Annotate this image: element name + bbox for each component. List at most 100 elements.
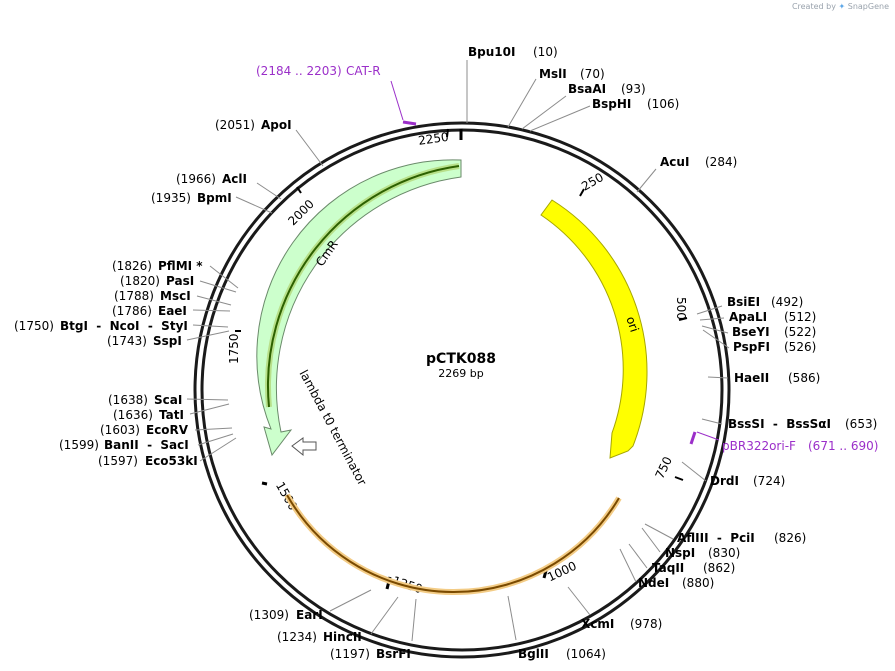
site-name[interactable]: NdeI xyxy=(638,576,669,590)
site-leader xyxy=(197,433,234,446)
site-name[interactable]: BanII - SacI xyxy=(104,438,189,452)
plasmid-name: pCTK088 xyxy=(426,351,496,367)
site-name[interactable]: PflMI * xyxy=(158,259,203,273)
site-leader xyxy=(701,325,729,334)
primer-arrow xyxy=(689,431,697,445)
site-position: (2051) xyxy=(215,118,255,132)
scale-tick xyxy=(579,188,585,197)
ori-feature-arrow[interactable] xyxy=(540,199,648,459)
site-position: (1750) xyxy=(14,319,54,333)
site-name[interactable]: BsiEI xyxy=(727,295,760,309)
site-position: (653) xyxy=(845,417,877,431)
site-name[interactable]: AclI xyxy=(222,172,247,186)
created-by-text: Created by xyxy=(791,2,836,11)
site-name[interactable]: XcmI xyxy=(581,617,614,631)
site-position: (492) xyxy=(771,295,803,309)
site-name[interactable]: DrdI xyxy=(710,474,739,488)
scale-tick-label: 2250 xyxy=(417,130,449,148)
site-name[interactable]: PasI xyxy=(166,274,194,288)
terminator-feature[interactable]: lambda t0 terminator xyxy=(291,368,369,488)
scale-tick-label: 750 xyxy=(653,454,675,481)
site-position: (1788) xyxy=(114,289,154,303)
site-position: (1826) xyxy=(112,259,152,273)
site-position: (106) xyxy=(647,97,679,111)
site-name[interactable]: EaeI xyxy=(158,304,187,318)
site-position: (1599) xyxy=(59,438,99,452)
cmr-orf-line xyxy=(267,165,460,408)
site-position: (826) xyxy=(774,531,806,545)
site-position: (1743) xyxy=(107,334,147,348)
site-leader xyxy=(235,196,273,214)
site-position: (1820) xyxy=(120,274,160,288)
site-name[interactable]: PspFI xyxy=(733,340,770,354)
site-name[interactable]: TatI xyxy=(159,408,184,422)
cmr-feature-arrow[interactable] xyxy=(256,159,462,457)
site-position: (70) xyxy=(580,67,605,81)
site-position: (1064) xyxy=(566,647,606,661)
site-position: (862) xyxy=(703,561,735,575)
scale-tick xyxy=(446,128,449,138)
primer-cat-r[interactable]: (2184 .. 2203) CAT-R xyxy=(256,64,417,126)
site-position: (10) xyxy=(533,45,558,59)
scale-tick xyxy=(296,186,302,194)
scale-tick-label: 1750 xyxy=(227,333,241,364)
primer-leader xyxy=(696,431,720,441)
site-leader xyxy=(192,324,229,328)
site-leader xyxy=(411,598,417,642)
site-name[interactable]: ApoI xyxy=(261,118,292,132)
site-leader xyxy=(329,589,372,612)
site-leader xyxy=(636,168,657,193)
site-name[interactable]: ScaI xyxy=(154,393,182,407)
site-name[interactable]: MscI xyxy=(160,289,191,303)
site-name[interactable]: BtgI - NcoI - StyI xyxy=(60,319,188,333)
restriction-sites-left: (1197) BsrFI (1234) HincII (1309) EarI (… xyxy=(14,118,411,661)
site-name[interactable]: SspI xyxy=(153,334,182,348)
site-name[interactable]: BglII xyxy=(518,647,549,661)
site-position: (1309) xyxy=(249,608,289,622)
site-name[interactable]: MslI xyxy=(539,67,567,81)
site-name[interactable]: BspHI xyxy=(592,97,631,111)
site-leader xyxy=(192,309,231,312)
site-position: (830) xyxy=(708,546,740,560)
primer-range: (2184 .. 2203) xyxy=(256,64,342,78)
site-name[interactable]: BsaAI xyxy=(568,82,606,96)
site-name[interactable]: BpmI xyxy=(197,191,232,205)
site-leader xyxy=(199,280,237,293)
site-name[interactable]: BsrFI xyxy=(376,647,411,661)
site-name[interactable]: AcuI xyxy=(660,155,689,169)
site-leader xyxy=(701,418,723,425)
site-leader xyxy=(507,78,537,128)
site-position: (1197) xyxy=(330,647,370,661)
site-position: (1234) xyxy=(277,630,317,644)
site-position: (1966) xyxy=(176,172,216,186)
site-leader xyxy=(507,595,517,641)
site-name[interactable]: TaqII xyxy=(652,561,684,575)
site-name[interactable]: Eco53kI xyxy=(145,454,198,468)
site-position: (512) xyxy=(784,310,816,324)
site-position: (586) xyxy=(788,371,820,385)
site-name[interactable]: ApaLI xyxy=(729,310,767,324)
plasmid-size: 2269 bp xyxy=(438,367,483,380)
site-name[interactable]: EarI xyxy=(296,608,323,622)
site-position: (522) xyxy=(784,325,816,339)
site-leader xyxy=(256,182,282,200)
site-name[interactable]: BseYI xyxy=(732,325,770,339)
site-position: (284) xyxy=(705,155,737,169)
site-leader xyxy=(529,105,591,132)
primer-pbr322ori-f[interactable]: pBR322ori-F (671 .. 690) xyxy=(689,431,878,453)
site-name[interactable]: HaeII xyxy=(734,371,769,385)
scale-tick-label: 250 xyxy=(579,170,606,194)
site-leader xyxy=(521,95,567,130)
site-name[interactable]: AflIII - PciI xyxy=(677,531,755,545)
site-name[interactable]: BssSI - BssSαI xyxy=(728,417,831,431)
site-name[interactable]: Bpu10I xyxy=(468,45,515,59)
site-name[interactable]: HincII xyxy=(323,630,362,644)
site-leader xyxy=(186,330,230,341)
primer-name: CAT-R xyxy=(346,64,381,78)
site-name[interactable]: NspI xyxy=(665,546,695,560)
site-leader xyxy=(295,129,324,167)
site-name[interactable]: EcoRV xyxy=(146,423,189,437)
site-leader xyxy=(641,527,661,553)
site-leader xyxy=(370,596,399,635)
